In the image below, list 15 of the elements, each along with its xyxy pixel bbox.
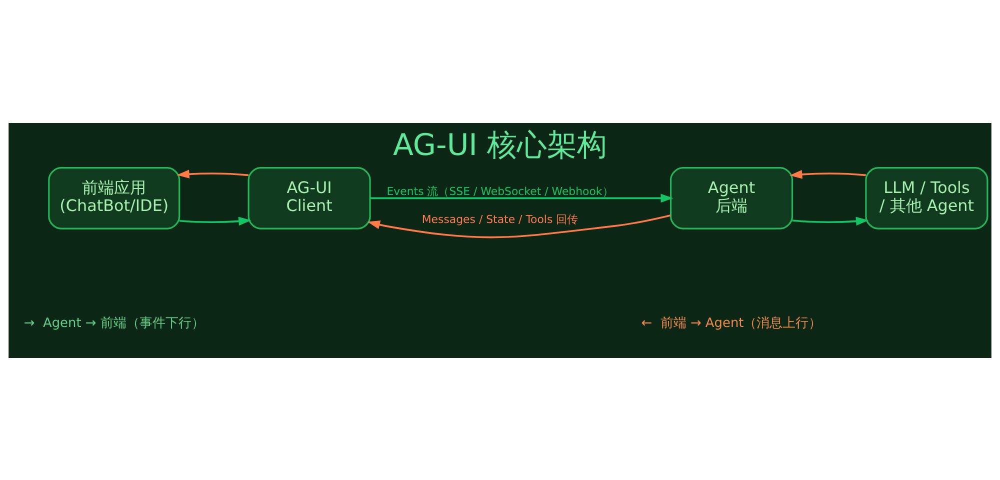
arrow	[179, 216, 252, 226]
node-box: AG-UI Client	[248, 166, 371, 229]
arrow	[367, 214, 671, 238]
node-box: LLM / Tools / 其他 Agent	[865, 166, 988, 229]
legend-label: → Agent → 前端（事件下行）	[24, 316, 204, 331]
arrow	[176, 169, 249, 178]
edge-label: Events 流（SSE / WebSocket / Webhook）	[386, 184, 614, 198]
arrow	[790, 170, 866, 178]
diagram-title: AG-UI 核心架构	[393, 127, 607, 162]
edge-label: Messages / State / Tools 回传	[422, 212, 578, 226]
arrow	[792, 216, 869, 226]
node-box: 前端应用 (ChatBot/IDE)	[48, 166, 180, 229]
legend-label: ← 前端 → Agent（消息上行）	[641, 316, 822, 331]
node-box: Agent 后端	[670, 166, 794, 229]
arrow	[370, 193, 674, 202]
